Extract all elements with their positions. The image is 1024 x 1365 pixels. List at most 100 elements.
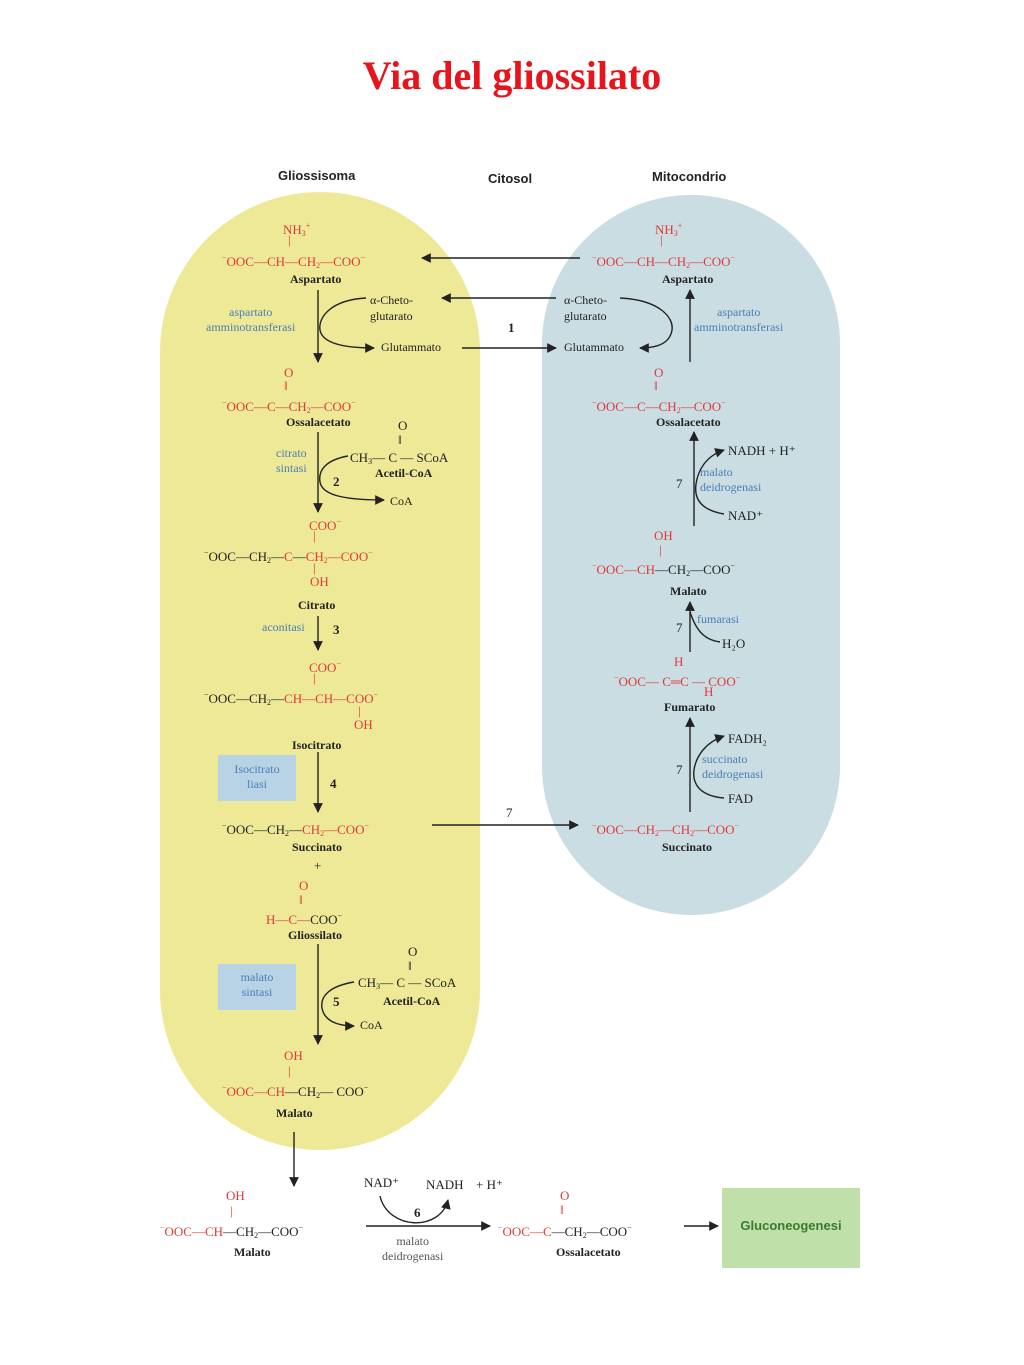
citrate-formula: −OOC—CH2—C—CH2—COO−	[204, 548, 373, 565]
step-7-succinate-dh: 7	[676, 762, 683, 777]
bond: |	[358, 703, 361, 718]
double-bond: ‖	[560, 1202, 564, 1217]
oxaloacetate-formula: −OOC—C—CH2—COO−	[222, 398, 356, 415]
oxaloacetate-formula-c: −OOC—C—CH2—COO−	[498, 1223, 632, 1240]
nh3-group: NH3+	[283, 221, 311, 238]
malate-formula-c: −OOC—CH—CH2—COO−	[160, 1223, 304, 1240]
bond: |	[659, 542, 662, 557]
isocitrate-label: Isocitrato	[292, 738, 342, 752]
step-5: 5	[333, 994, 340, 1009]
water-label: H₂O	[722, 636, 746, 651]
double-bond: ‖	[299, 892, 303, 907]
aspartate-formula: −OOC—CH—CH2—COO−	[222, 253, 366, 270]
header-mitochondrion: Mitocondrio	[652, 169, 727, 184]
malate-oh-c: OH	[226, 1188, 245, 1203]
carbonyl-o-m: O	[654, 365, 664, 380]
step-1: 1	[508, 320, 515, 335]
malate-label-m: Malato	[670, 584, 707, 598]
plus-h-label-c: + H⁺	[476, 1177, 503, 1192]
fad-label: FAD	[728, 791, 754, 806]
fumarate-formula: −OOC— C═C — COO−	[614, 673, 741, 689]
double-bond: ‖	[284, 378, 288, 393]
header-glyoxysome: Gliossisoma	[278, 168, 356, 183]
header-cytosol: Citosol	[488, 171, 533, 186]
oxaloacetate-label-m: Ossalacetato	[656, 415, 721, 429]
step-2: 2	[333, 474, 340, 489]
malate-oh: OH	[284, 1048, 303, 1063]
aspartate-formula-m: −OOC—CH—CH2—COO−	[592, 253, 736, 270]
aspartate-label-m: Aspartato	[662, 272, 714, 286]
arrow-water-curve	[689, 611, 721, 643]
arrow-transaminase-curve-m	[619, 297, 673, 353]
succinate-label: Succinato	[292, 840, 343, 854]
step-4: 4	[330, 776, 337, 791]
isocitrate-coo-top: COO−	[309, 659, 341, 675]
nadh-label-m: NADH + H⁺	[728, 443, 796, 458]
arrow-nad-cytosol-curve	[379, 1195, 451, 1224]
acetyl-coa-formula-2: CH3— C — SCoA	[358, 975, 457, 991]
malate-synthase-box	[218, 964, 296, 1010]
glyoxylate-o: O	[299, 878, 309, 893]
bond-vertical: |	[288, 232, 291, 247]
arrow-fad-curve	[693, 734, 725, 799]
arrow-citrate-synthase-curve	[319, 455, 385, 505]
carbonyl-o: O	[284, 365, 294, 380]
step-7-fumarase: 7	[676, 620, 683, 635]
fadh2-label: FADH₂	[728, 731, 767, 746]
acetyl-o: O	[398, 418, 408, 433]
bond: |	[313, 670, 316, 685]
ketoglutarate-label-m: α-Cheto-glutarato	[564, 293, 607, 323]
glyoxylate-formula: H—C—COO−	[266, 911, 343, 927]
nh3-group-m: NH3+	[655, 221, 683, 238]
malate-label-g: Malato	[276, 1106, 313, 1120]
acetyl-double-bond-2: ‖	[408, 958, 412, 973]
bond: |	[230, 1203, 233, 1218]
coa-label-2: CoA	[360, 1018, 383, 1032]
malate-formula-g: −OOC—CH—CH2— COO−	[222, 1083, 369, 1100]
step-7-malate-dh: 7	[676, 476, 683, 491]
ketoglutarate-label: α-Cheto-glutarato	[370, 293, 413, 323]
isocitrate-oh: OH	[354, 717, 373, 732]
citrate-coo-top: COO−	[309, 517, 341, 533]
double-bond: ‖	[654, 378, 658, 393]
fumarate-h-bottom: H	[704, 684, 714, 699]
oxaloacetate-o-c: O	[560, 1188, 570, 1203]
mitochondrion-compartment	[542, 195, 840, 915]
enzyme-fumarase: fumarasi	[697, 612, 739, 626]
citrate-label: Citrato	[298, 598, 336, 612]
acetyl-double-bond: ‖	[398, 432, 402, 447]
arrow-malate-synthase-curve	[321, 981, 355, 1031]
oxaloacetate-formula-m: −OOC—C—CH2—COO−	[592, 398, 726, 415]
acetyl-coa-label: Acetil-CoA	[375, 466, 433, 480]
step-7-transport: 7	[506, 805, 513, 820]
fumarate-label: Fumarato	[664, 700, 716, 714]
nadh-label-c: NADH	[426, 1177, 464, 1192]
acetyl-coa-formula: CH3— C — SCoA	[350, 450, 449, 466]
glyoxylate-label: Gliossilato	[288, 928, 343, 942]
gluconeogenesis-label: Gluconeogenesi	[740, 1218, 842, 1233]
oxaloacetate-label: Ossalacetato	[286, 415, 351, 429]
step-3: 3	[333, 622, 340, 637]
bond: |	[660, 232, 663, 247]
step-6: 6	[414, 1205, 421, 1220]
glutamate-label: Glutammato	[381, 340, 441, 354]
malate-formula-m: −OOC—CH—CH2—COO−	[592, 561, 736, 578]
page-title: Via del gliossilato	[362, 53, 662, 98]
isocitrate-lyase-box	[218, 755, 296, 801]
fumarate-h-top: H	[674, 654, 684, 669]
nad-label-m: NAD⁺	[728, 508, 764, 523]
acetyl-coa-label-2: Acetil-CoA	[383, 994, 441, 1008]
glyoxysome-compartment	[160, 192, 480, 1150]
succinate-formula: −OOC—CH2—CH2—COO−	[222, 821, 370, 838]
citrate-oh: OH	[310, 574, 329, 589]
